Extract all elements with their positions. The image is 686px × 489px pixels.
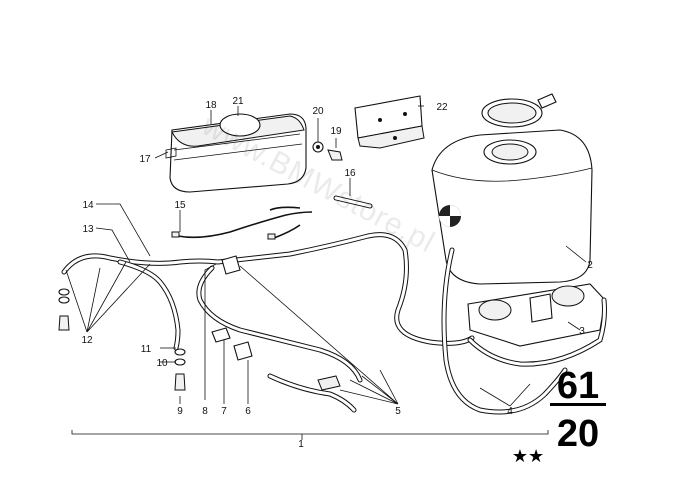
- retaining-rod: [333, 195, 373, 209]
- callout-21: 21: [232, 96, 244, 107]
- callout-9: 9: [177, 406, 183, 417]
- callout-5: 5: [395, 406, 401, 417]
- callout-12: 12: [81, 335, 93, 346]
- callout-7: 7: [221, 406, 227, 417]
- callout-15: 15: [174, 200, 186, 211]
- callout-3: 3: [579, 326, 585, 337]
- pump-small-parts: [312, 141, 343, 161]
- group-divider: [550, 403, 606, 406]
- washer-reservoir-small: [165, 113, 307, 193]
- group-number: 61 20 ★★: [512, 365, 606, 466]
- tank-lid: [481, 93, 557, 128]
- callout-4: 4: [507, 406, 513, 417]
- leader-lines: [65, 105, 587, 440]
- callout-22: 22: [436, 102, 448, 113]
- mounting-bracket: [354, 95, 425, 149]
- callout-10: 10: [156, 358, 168, 369]
- callout-1: 1: [298, 439, 304, 450]
- callout-2: 2: [587, 260, 593, 271]
- callout-8: 8: [202, 406, 208, 417]
- group-number-bottom: 20: [557, 413, 599, 455]
- wiring-harness: [171, 206, 313, 240]
- callout-17: 17: [139, 154, 151, 165]
- hose-assembly: [61, 232, 607, 415]
- callout-14: 14: [82, 200, 94, 211]
- callout-6: 6: [245, 406, 251, 417]
- callout-11: 11: [141, 344, 152, 355]
- callout-20: 20: [312, 106, 324, 117]
- callout-18: 18: [205, 100, 217, 111]
- star-rating: ★★: [512, 446, 544, 466]
- callout-19: 19: [330, 126, 342, 137]
- callout-numbers: 1 2 3 4 5 6 7 8 9 10 11 12 13 14 15 16 1…: [81, 96, 593, 450]
- reservoir-cap: [219, 113, 261, 137]
- callout-16: 16: [344, 168, 356, 179]
- pump-mounting-plate: [467, 283, 606, 347]
- washer-tank-large: [431, 129, 593, 285]
- fittings: [58, 255, 341, 391]
- group-number-top: 61: [557, 365, 599, 407]
- callout-13: 13: [82, 224, 94, 235]
